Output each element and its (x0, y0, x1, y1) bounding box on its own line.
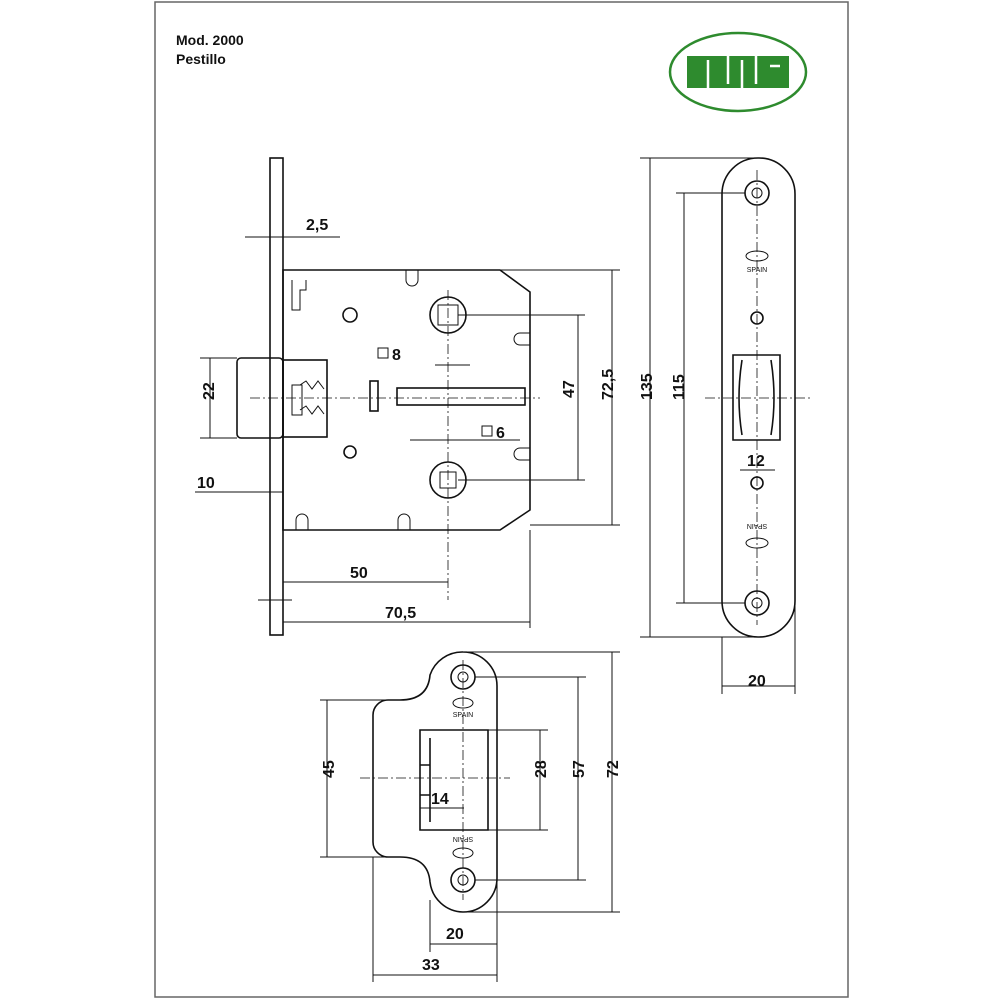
product-name: Pestillo (176, 51, 226, 67)
dim-faceplate-width: 20 (748, 673, 766, 690)
dim-faceplate-thickness: 2,5 (306, 217, 328, 234)
faceplate-front-view: SPAIN SPAIN 135 115 20 12 (639, 157, 810, 694)
dim-latch-height: 22 (201, 382, 218, 400)
amig-logo (668, 31, 808, 113)
dim-faceplate-hole-spacing: 115 (671, 374, 688, 400)
dim-strike-height: 72 (605, 760, 622, 778)
dim-square-upper: 8 (392, 347, 401, 364)
drawing-frame (154, 1, 849, 998)
dim-faceplate-height: 135 (639, 373, 656, 400)
lock-side-view: 2,5 22 10 50 70,5 47 72,5 8 6 (195, 157, 620, 636)
faceplate-stamp-spain: SPAIN (747, 267, 768, 274)
dim-square-lower: 6 (496, 425, 505, 442)
dim-latch-projection: 10 (197, 475, 215, 492)
dim-strike-hole-spacing: 57 (571, 760, 588, 778)
dim-backset: 50 (350, 565, 368, 582)
dim-strike-plate-width: 20 (446, 926, 464, 943)
strike-plate-view: SPAIN SPAIN 45 28 57 72 14 20 33 (320, 651, 622, 982)
dim-strike-window-height: 28 (533, 760, 550, 778)
dim-strike-window-width: 14 (431, 791, 449, 808)
dim-strike-lip-height: 45 (321, 760, 338, 778)
strike-stamp-spain-inverted: SPAIN (453, 835, 474, 842)
model-label: Mod. 2000 (176, 32, 244, 48)
dim-strike-total-width: 33 (422, 957, 440, 974)
dim-spindle-distance: 47 (561, 380, 578, 398)
dim-latch-width: 12 (747, 453, 765, 470)
dim-body-depth: 70,5 (385, 605, 416, 622)
dim-body-height: 72,5 (600, 369, 617, 400)
